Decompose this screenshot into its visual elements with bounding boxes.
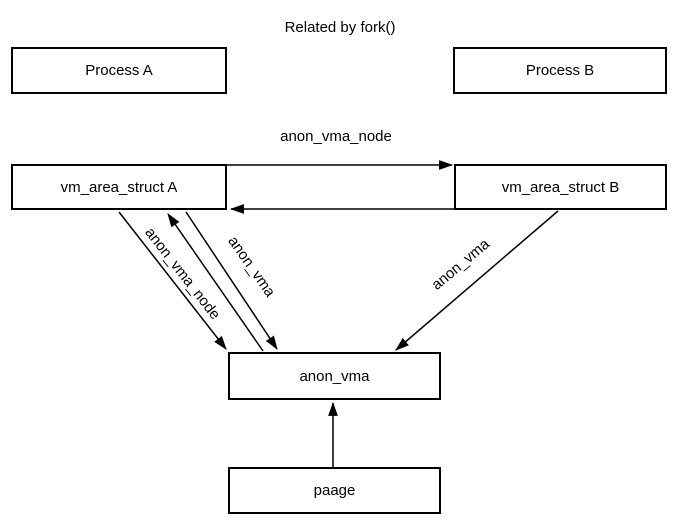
edge-label-anon-vma-left: anon_vma — [224, 233, 278, 301]
node-vm-area-struct-b-label: vm_area_struct B — [501, 178, 620, 196]
edge-anonvma-to-a — [167, 213, 264, 352]
node-anon-vma-label: anon_vma — [299, 367, 370, 385]
node-process-b: Process B — [453, 47, 667, 94]
node-vm-area-struct-a: vm_area_struct A — [11, 164, 227, 210]
edge-anon-vma-a-to-anonvma — [185, 211, 278, 350]
edge-label-anon-vma-node-top: anon_vma_node — [280, 128, 392, 145]
diagram-title: Related by fork() — [284, 19, 396, 36]
node-process-a-label: Process A — [85, 62, 153, 79]
node-process-b-label: Process B — [525, 62, 595, 79]
node-anon-vma: anon_vma — [228, 352, 441, 400]
node-vm-area-struct-b: vm_area_struct B — [454, 164, 667, 210]
edge-anon-vma-b-to-anonvma — [395, 210, 559, 351]
edge-anon-vma-node-a-to-anonvma — [118, 211, 227, 350]
node-page: paage — [228, 467, 441, 514]
node-page-label: paage — [313, 482, 356, 499]
edge-label-anon-vma-right: anon_vma — [428, 235, 493, 293]
edge-label-anon-vma-node-left: anon_vma_node — [141, 224, 223, 323]
node-process-a: Process A — [11, 47, 227, 94]
node-vm-area-struct-a-label: vm_area_struct A — [60, 178, 178, 196]
